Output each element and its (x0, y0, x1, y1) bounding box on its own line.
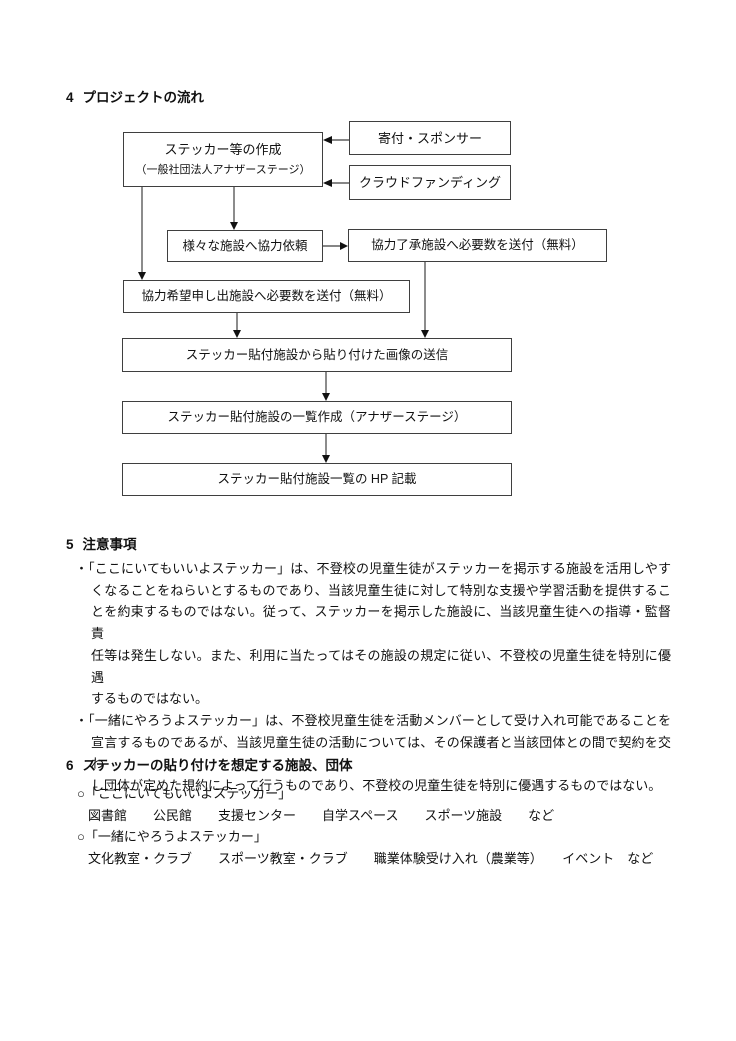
section5-number: 5 (66, 537, 74, 552)
section4-heading: 4 プロジェクトの流れ (66, 90, 204, 106)
notes-para1-line4: 任等は発生しない。また、利用に当たってはその施設の規定に従い、不登校の児童生徒を… (91, 647, 671, 685)
notes-para1-line3: とを約束するものではない。従って、ステッカーを掲示した施設に、当該児童生徒への指… (91, 604, 671, 642)
notes-para1-line2: くなることをねらいとするものであり、当該児童生徒に対して特別な支援や学習活動を提… (91, 582, 671, 598)
flow-box-send-to-applicant: 協力希望申し出施設へ必要数を送付（無料） (123, 280, 410, 313)
notes-para2-line3: し団体が定めた規約によって行うものであり、不登校の児童生徒を特別に優遇するもので… (91, 778, 662, 794)
notes-para1-line1: ・「ここにいてもいいよステッカー」は、不登校の児童生徒がステッカーを掲示する施設… (75, 561, 671, 576)
section4-number: 4 (66, 90, 74, 105)
sticker1-label: ○「ここにいてもいいよステッカー」 (77, 786, 292, 801)
flow-connector-arrows (138, 136, 429, 463)
section6-heading: 6 ステッカーの貼り付けを想定する施設、団体 (66, 758, 353, 774)
flow-box-crowdfunding: クラウドファンディング (349, 165, 511, 200)
flow-box-send-to-approved: 協力了承施設へ必要数を送付（無料） (348, 229, 607, 262)
section5-title: 注意事項 (82, 537, 137, 552)
flow-box-hp-listing: ステッカー貼付施設一覧の HP 記載 (122, 463, 512, 496)
section4-title: プロジェクトの流れ (82, 90, 205, 105)
sticker2-label: ○「一緒にやろうよステッカー」 (77, 829, 267, 844)
notes-para1-line5: するものではない。 (91, 691, 209, 707)
notes-para2-line1: ・「一緒にやろうよステッカー」は、不登校児童生徒を活動メンバーとして受け入れ可能… (75, 712, 671, 728)
section6-title: ステッカーの貼り付けを想定する施設、団体 (82, 758, 353, 773)
notes-para2-line2: 宣言するものであるが、当該児童生徒の活動については、その保護者と当該団体との間で… (91, 734, 671, 772)
flow-box-donation-sponsor: 寄付・スポンサー (349, 121, 511, 155)
section6-number: 6 (66, 758, 74, 773)
flow-box-image-submission: ステッカー貼付施設から貼り付けた画像の送信 (122, 338, 512, 372)
sticker1-facility-list: 図書館 公民館 支援センター 自学スペース スポーツ施設 など (88, 808, 555, 823)
sticker2-facility-list: 文化教室・クラブ スポーツ教室・クラブ 職業体験受け入れ（農業等） イベント な… (88, 851, 654, 866)
project-flowchart: ステッカー等の作成 （一般社団法人アナザーステージ） 寄付・スポンサー クラウド… (122, 121, 607, 496)
flow-box-sticker-creation: ステッカー等の作成 （一般社団法人アナザーステージ） (123, 132, 323, 187)
flow-box-cooperation-request: 様々な施設へ協力依頼 (167, 230, 323, 262)
section5-heading: 5 注意事項 (66, 537, 137, 553)
flow-box-sticker-creation-subtitle: （一般社団法人アナザーステージ） (135, 164, 311, 176)
flow-box-list-creation: ステッカー貼付施設の一覧作成（アナザーステージ） (122, 401, 512, 434)
flow-box-sticker-creation-title: ステッカー等の作成 (164, 142, 282, 157)
notes-body: ・「ここにいてもいいよステッカー」は、不登校の児童生徒がステッカーを掲示する施設… (75, 558, 671, 797)
